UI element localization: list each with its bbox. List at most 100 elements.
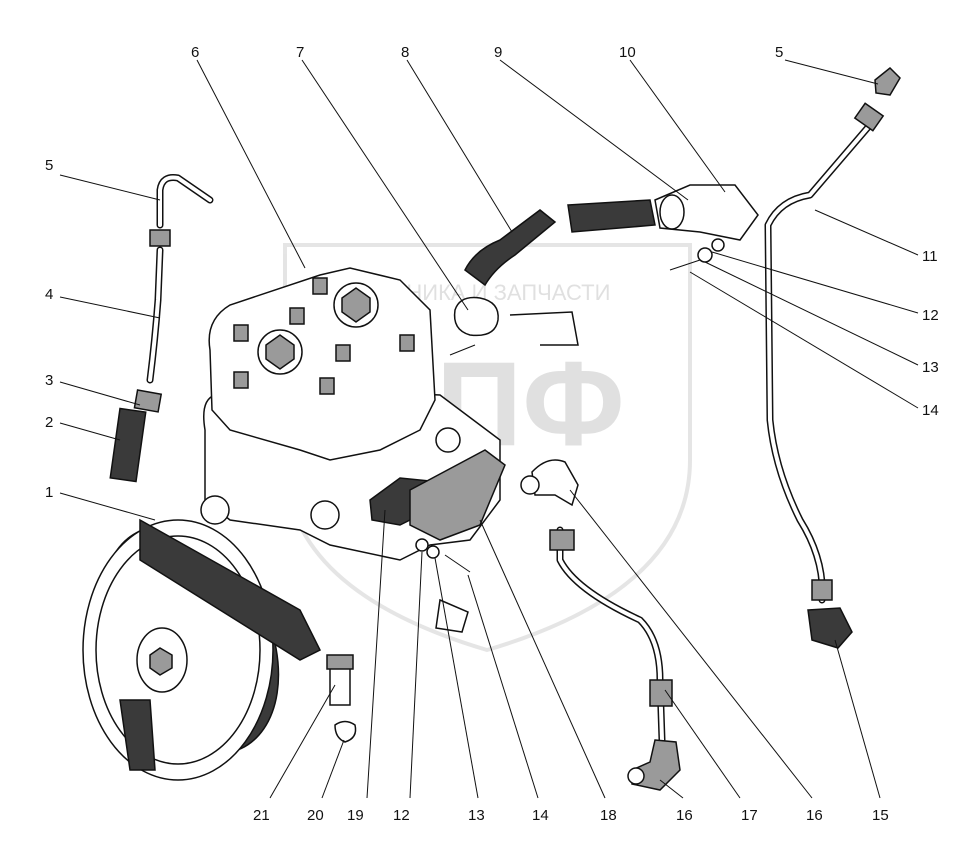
callout-13-right: 13 [922,359,939,376]
callout-14-right: 14 [922,402,939,419]
bolt-21-head [326,654,354,670]
leader-4 [59,296,161,319]
callout-10: 10 [619,44,636,61]
callout-11: 11 [922,248,938,265]
clamp-7-tail [509,311,579,346]
leader-5r [784,59,879,85]
top-hoses [449,184,759,356]
head-bolt-6 [233,371,249,389]
pipe-4-inner [148,248,162,382]
callout-14-bottom: 14 [532,807,549,824]
callout-20: 20 [307,807,324,824]
callout-5-left: 5 [45,157,53,174]
washer-12-top [697,247,713,263]
elbow-10-opening [659,194,685,230]
leader-14b [467,574,539,799]
left-pipe-assembly [109,174,214,483]
head-bolt-5 [399,334,415,352]
mount-foot [435,598,469,633]
leader-9 [499,59,689,201]
callout-4: 4 [45,286,53,303]
hose-8 [464,209,557,287]
leader-6 [196,59,306,269]
callout-2: 2 [45,414,53,431]
washer-13-bottom [426,545,440,559]
belt-tail [119,699,156,771]
leader-16b [569,489,813,799]
callout-7: 7 [296,44,304,61]
leader-lines [59,59,919,799]
leader-16a [659,779,684,799]
pipe-11-nut-top [853,102,885,132]
pipe-17 [556,526,666,744]
callout-18: 18 [600,807,617,824]
bent-fitting-5-left-inner [158,175,212,227]
fitting-5-right [874,66,901,96]
callout-9: 9 [494,44,502,61]
callout-1: 1 [45,484,53,501]
clamp-screw [449,344,476,356]
fitting-nut-left [149,229,171,247]
pipe-11 [764,121,874,604]
head-bolt-7 [319,377,335,395]
callout-13-bottom: 13 [468,807,485,824]
leader-8 [406,59,513,233]
elbow-10 [654,184,759,241]
bolt-14-bottom [444,554,471,573]
leader-17 [664,689,741,799]
pipe-11-inner [766,123,872,602]
leader-14 [689,271,919,409]
elbow-16-upper [531,459,579,507]
outlet-flange [369,449,506,573]
pipe-17-nut-top [549,529,575,551]
head-nut-large-1 [341,287,371,323]
hose-9 [567,199,656,233]
bolt-14-top [669,259,701,271]
callout-12-bottom: 12 [393,807,410,824]
pipe-17-inner [558,528,664,742]
leader-5l [59,174,161,201]
head-bolt-3 [289,307,305,325]
mount-boss-flange [435,427,461,453]
callout-3: 3 [45,372,53,389]
leader-20 [321,739,345,799]
callout-19: 19 [347,807,364,824]
fitting-15 [807,607,853,649]
head-bolt-1 [312,277,328,295]
leader-19 [366,509,386,799]
washer-12-bottom [415,538,429,552]
lower-pipe-assembly [520,459,681,791]
pulley-assembly [82,518,322,781]
callout-8: 8 [401,44,409,61]
elbow-16-upper-port [520,475,540,495]
pulley-nut [149,647,173,676]
head-bolt-2 [233,324,249,342]
leader-21 [269,684,336,799]
callout-6: 6 [191,44,199,61]
callout-16-upper: 16 [806,807,823,824]
right-pipe-assembly [764,66,901,649]
belt-run [139,518,322,661]
leader-18 [479,519,606,799]
callout-21: 21 [253,807,270,824]
elbow-16-lower-port [627,767,645,785]
callout-15: 15 [872,807,889,824]
mount-bolt [326,654,357,743]
pipe-17-nut-mid [649,679,673,707]
leader-15 [834,639,881,799]
leader-12b [409,551,423,799]
cylinder-head [208,267,436,461]
leader-13b [434,557,479,799]
mount-boss-left [200,495,230,525]
leader-2 [59,422,121,441]
leader-11 [814,209,919,256]
washer-20 [334,720,357,743]
callout-16-lower: 16 [676,807,693,824]
clamp-7 [453,296,499,337]
callout-labels: 6 7 8 9 10 5 11 12 13 14 5 4 3 2 1 21 20… [45,44,939,824]
mount-boss-right [310,500,340,530]
hose-2 [109,407,147,483]
leader-1 [59,492,156,521]
leader-10 [629,59,726,193]
